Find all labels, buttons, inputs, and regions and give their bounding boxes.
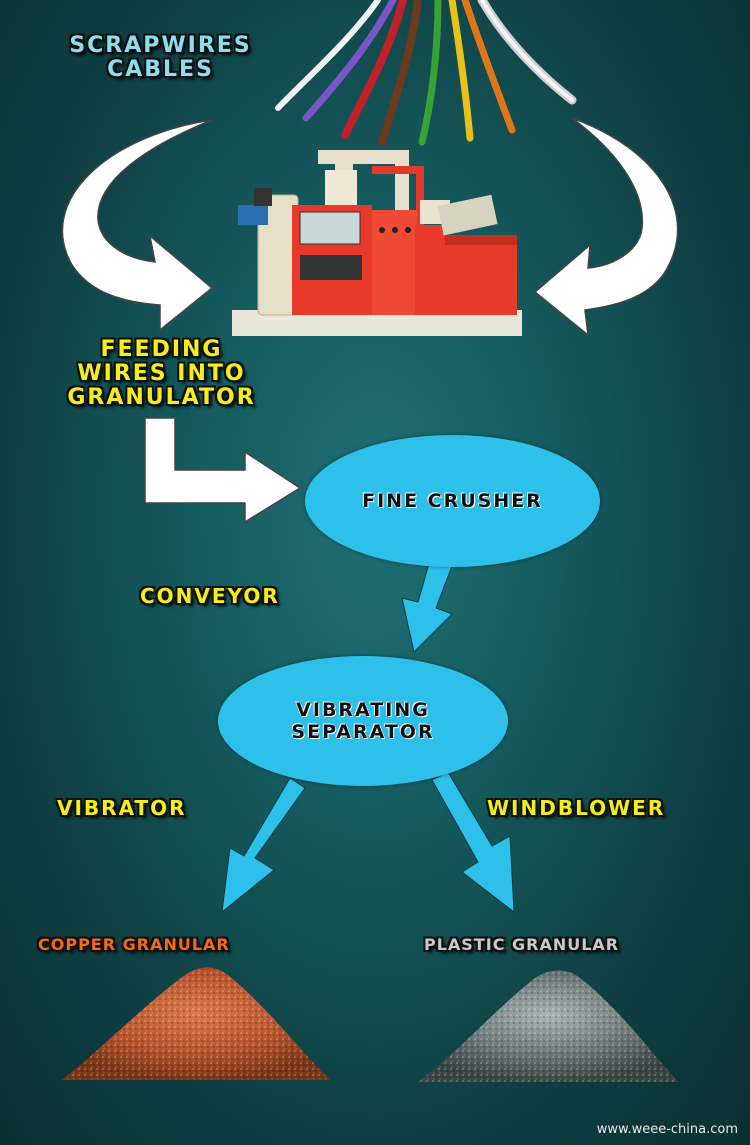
windblower-arrow — [431, 771, 515, 914]
source-label: SCRAPWIRES CABLES — [28, 34, 293, 82]
granulator-machine-illustration — [232, 150, 522, 336]
copper-granules-pile — [62, 967, 330, 1080]
scrap-wires-illustration — [275, 0, 577, 146]
vibrating-separator-node: VIBRATING SEPARATOR — [218, 656, 508, 786]
feeding-to-crusher-arrow — [144, 417, 301, 523]
feeding-label: FEEDING WIRES INTO GRANULATOR — [34, 338, 289, 410]
vibrating-separator-label-line2: SEPARATOR — [291, 721, 435, 743]
copper-granular-label: COPPER GRANULAR — [38, 935, 230, 954]
feeding-label-line3: GRANULATOR — [67, 385, 256, 410]
fine-crusher-label: FINE CRUSHER — [362, 490, 543, 512]
windblower-label: WINDBLOWER — [487, 796, 666, 820]
feeding-label-line2: WIRES INTO — [77, 361, 246, 386]
right-curved-arrow — [533, 117, 679, 337]
source-label-line2: CABLES — [107, 57, 214, 82]
watermark-text: www.weee-china.com — [596, 1122, 738, 1137]
left-curved-arrow — [61, 119, 214, 332]
feeding-label-line1: FEEDING — [100, 337, 223, 362]
vibrating-separator-label-line1: VIBRATING — [296, 699, 430, 721]
plastic-granular-label: PLASTIC GRANULAR — [424, 935, 620, 954]
source-label-line1: SCRAPWIRES — [69, 33, 252, 58]
vibrator-arrow — [221, 777, 306, 914]
plastic-granules-pile — [418, 970, 678, 1082]
fine-crusher-node: FINE CRUSHER — [305, 435, 600, 567]
conveyor-label: CONVEYOR — [140, 584, 280, 608]
conveyor-arrow — [401, 559, 453, 653]
vibrator-label: VIBRATOR — [57, 796, 187, 820]
